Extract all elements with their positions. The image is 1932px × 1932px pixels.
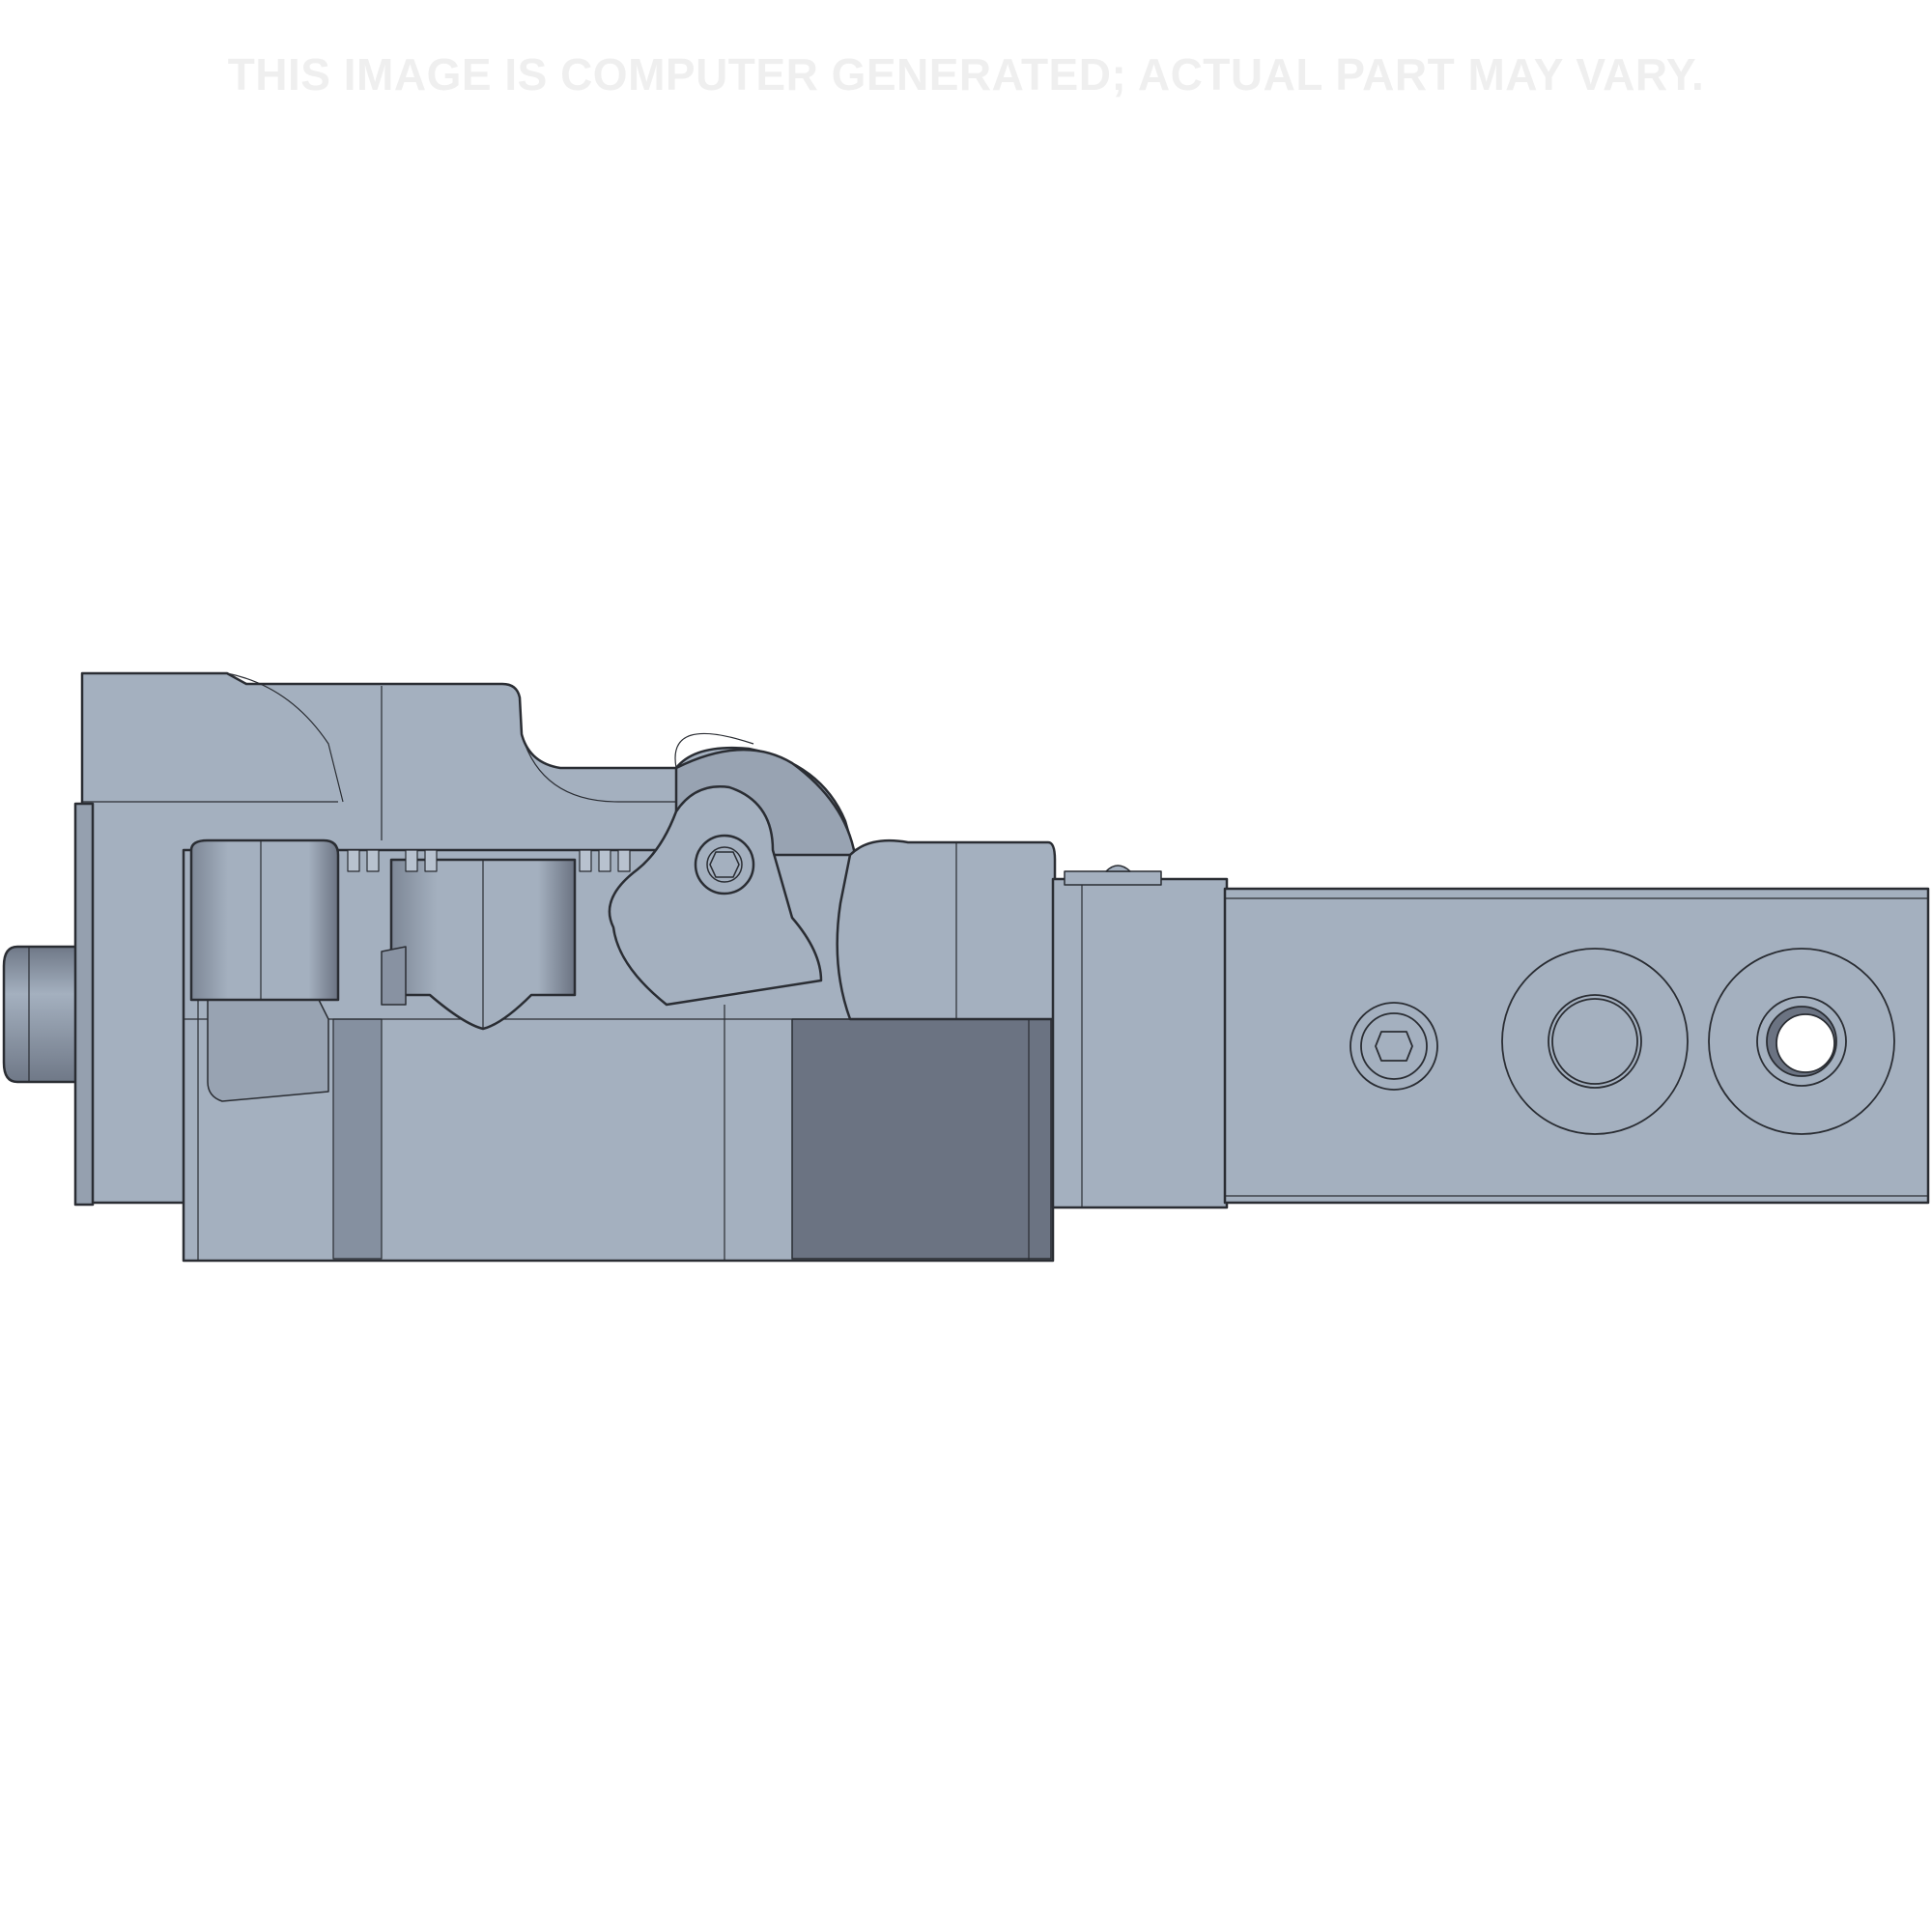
left-cylinder: [189, 838, 340, 1002]
right-upper-block: [836, 838, 1057, 1021]
left-flange: [73, 802, 95, 1207]
disclaimer-notice: THIS IMAGE IS COMPUTER GENERATED; ACTUAL…: [227, 49, 1705, 99]
plate-socket-screw: [1350, 1002, 1438, 1091]
collar: [1051, 877, 1229, 1209]
plate-through-hole: [1708, 948, 1895, 1135]
center-cylinder-neck: [381, 946, 407, 1006]
body-left-channel: [332, 1018, 383, 1260]
body-shadow-panel: [791, 1018, 1052, 1260]
left-nozzle: [2, 945, 84, 1084]
collar-nub: [1105, 865, 1131, 872]
collar-top-tab: [1064, 870, 1162, 886]
plate-counterbore-hole: [1501, 948, 1689, 1135]
part-geometry: [2, 671, 1930, 1263]
body-rib: [207, 999, 329, 1102]
pivot-bolt-hex: [709, 851, 740, 878]
pivot-lever: [608, 785, 823, 1007]
gear-teeth: [347, 849, 631, 872]
